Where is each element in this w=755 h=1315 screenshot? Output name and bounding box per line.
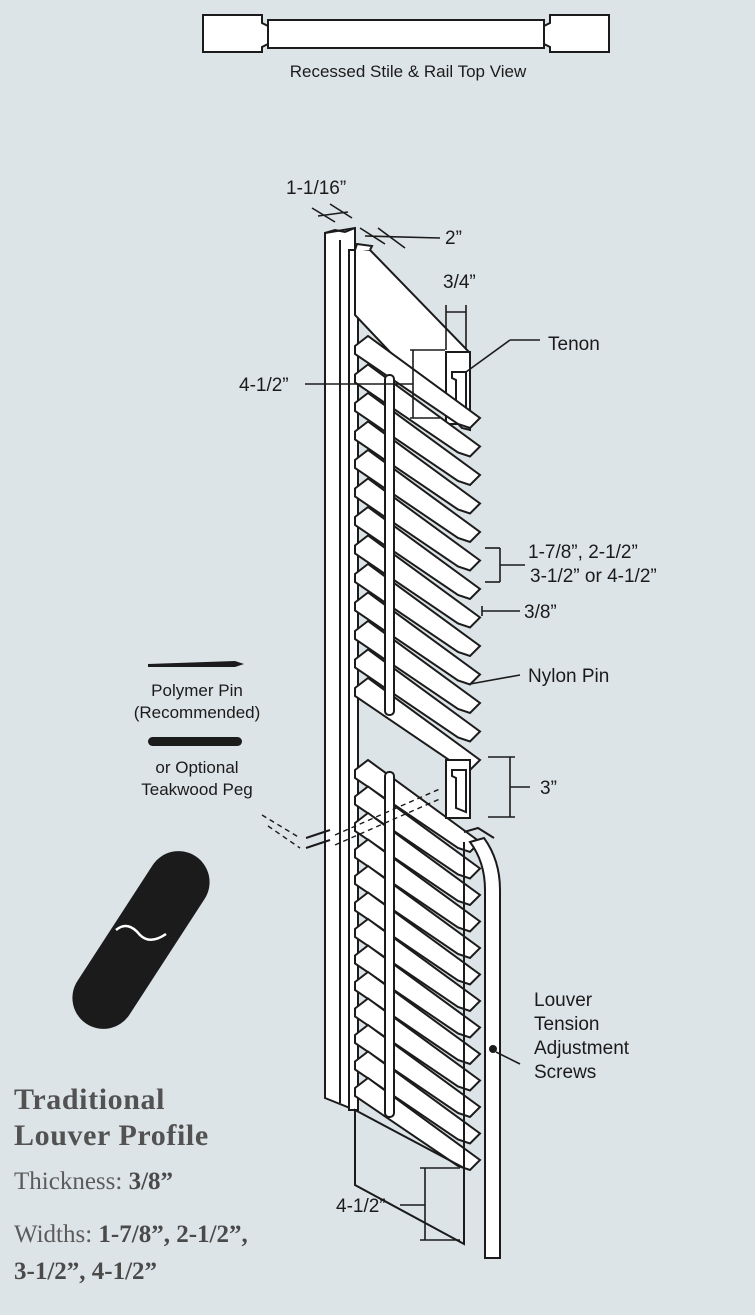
louver-slat xyxy=(354,334,482,430)
label-screws-4: Screws xyxy=(534,1062,596,1083)
label-tenon: Tenon xyxy=(548,334,600,355)
tenon-middle xyxy=(445,759,471,819)
top-view-caption: Recessed Stile & Rail Top View xyxy=(290,62,527,81)
label-polymer-pin-2: (Recommended) xyxy=(134,703,261,722)
top-view-drawing xyxy=(202,14,610,53)
profile-title-2: Louver Profile xyxy=(14,1119,209,1152)
tilt-rods xyxy=(384,374,395,1118)
label-teak-peg-1: or Optional xyxy=(155,758,238,777)
top-view-left-stile xyxy=(202,14,269,53)
widths-value-2: 3-1/2”, 4-1/2” xyxy=(14,1258,158,1285)
dim-louver-thickness: 3/8” xyxy=(524,602,557,623)
thickness-label: Thickness: xyxy=(14,1168,123,1195)
label-screws-1: Louver xyxy=(534,990,593,1011)
pin-guide xyxy=(261,787,443,849)
bottom-rail xyxy=(354,1108,465,1246)
dim-top-rail: 4-1/2” xyxy=(239,375,289,396)
louver-profile-info: Traditional Louver Profile Thickness: 3/… xyxy=(14,1082,344,1287)
label-nylon-pin: Nylon Pin xyxy=(528,666,609,687)
teakwood-peg-icon xyxy=(148,737,242,746)
widths-value-1: 1-7/8”, 2-1/2”, xyxy=(98,1221,248,1248)
widths-row: Widths: 1-7/8”, 2-1/2”, xyxy=(14,1219,344,1250)
left-stile xyxy=(324,226,359,1112)
label-screws-2: Tension xyxy=(534,1014,600,1035)
upper-tilt-rod xyxy=(384,374,395,716)
label-polymer-pin-1: Polymer Pin xyxy=(151,681,243,700)
dim-mid-rail: 3” xyxy=(540,778,557,799)
dim-bottom-rail: 4-1/2” xyxy=(336,1196,386,1217)
label-screws-3: Adjustment xyxy=(534,1038,630,1059)
dim-louver-widths-2: 3-1/2” or 4-1/2” xyxy=(530,566,657,587)
label-teak-peg-2: Teakwood Peg xyxy=(141,780,253,799)
top-view-right-stile xyxy=(543,14,610,53)
dimension-lines xyxy=(305,203,540,1241)
adjustment-screw-icon xyxy=(489,1045,497,1053)
lower-tilt-rod xyxy=(384,771,395,1118)
thickness-value: 3/8” xyxy=(128,1168,174,1195)
thickness-row: Thickness: 3/8” xyxy=(14,1166,344,1197)
top-rail xyxy=(354,242,471,432)
top-view-rail xyxy=(267,19,545,49)
louver-stack xyxy=(354,334,482,1172)
louver-profile-icon xyxy=(72,851,210,1029)
widths-label: Widths: xyxy=(14,1221,93,1248)
dim-louver-widths-1: 1-7/8”, 2-1/2” xyxy=(528,542,638,563)
pin-icon xyxy=(305,829,331,849)
polymer-pin-icon xyxy=(148,661,244,667)
dim-stile-width: 2” xyxy=(445,228,462,249)
dim-tenon-width: 3/4” xyxy=(443,272,476,293)
dim-stile-depth: 1-1/16” xyxy=(286,178,346,199)
profile-title-1: Traditional xyxy=(14,1083,166,1116)
